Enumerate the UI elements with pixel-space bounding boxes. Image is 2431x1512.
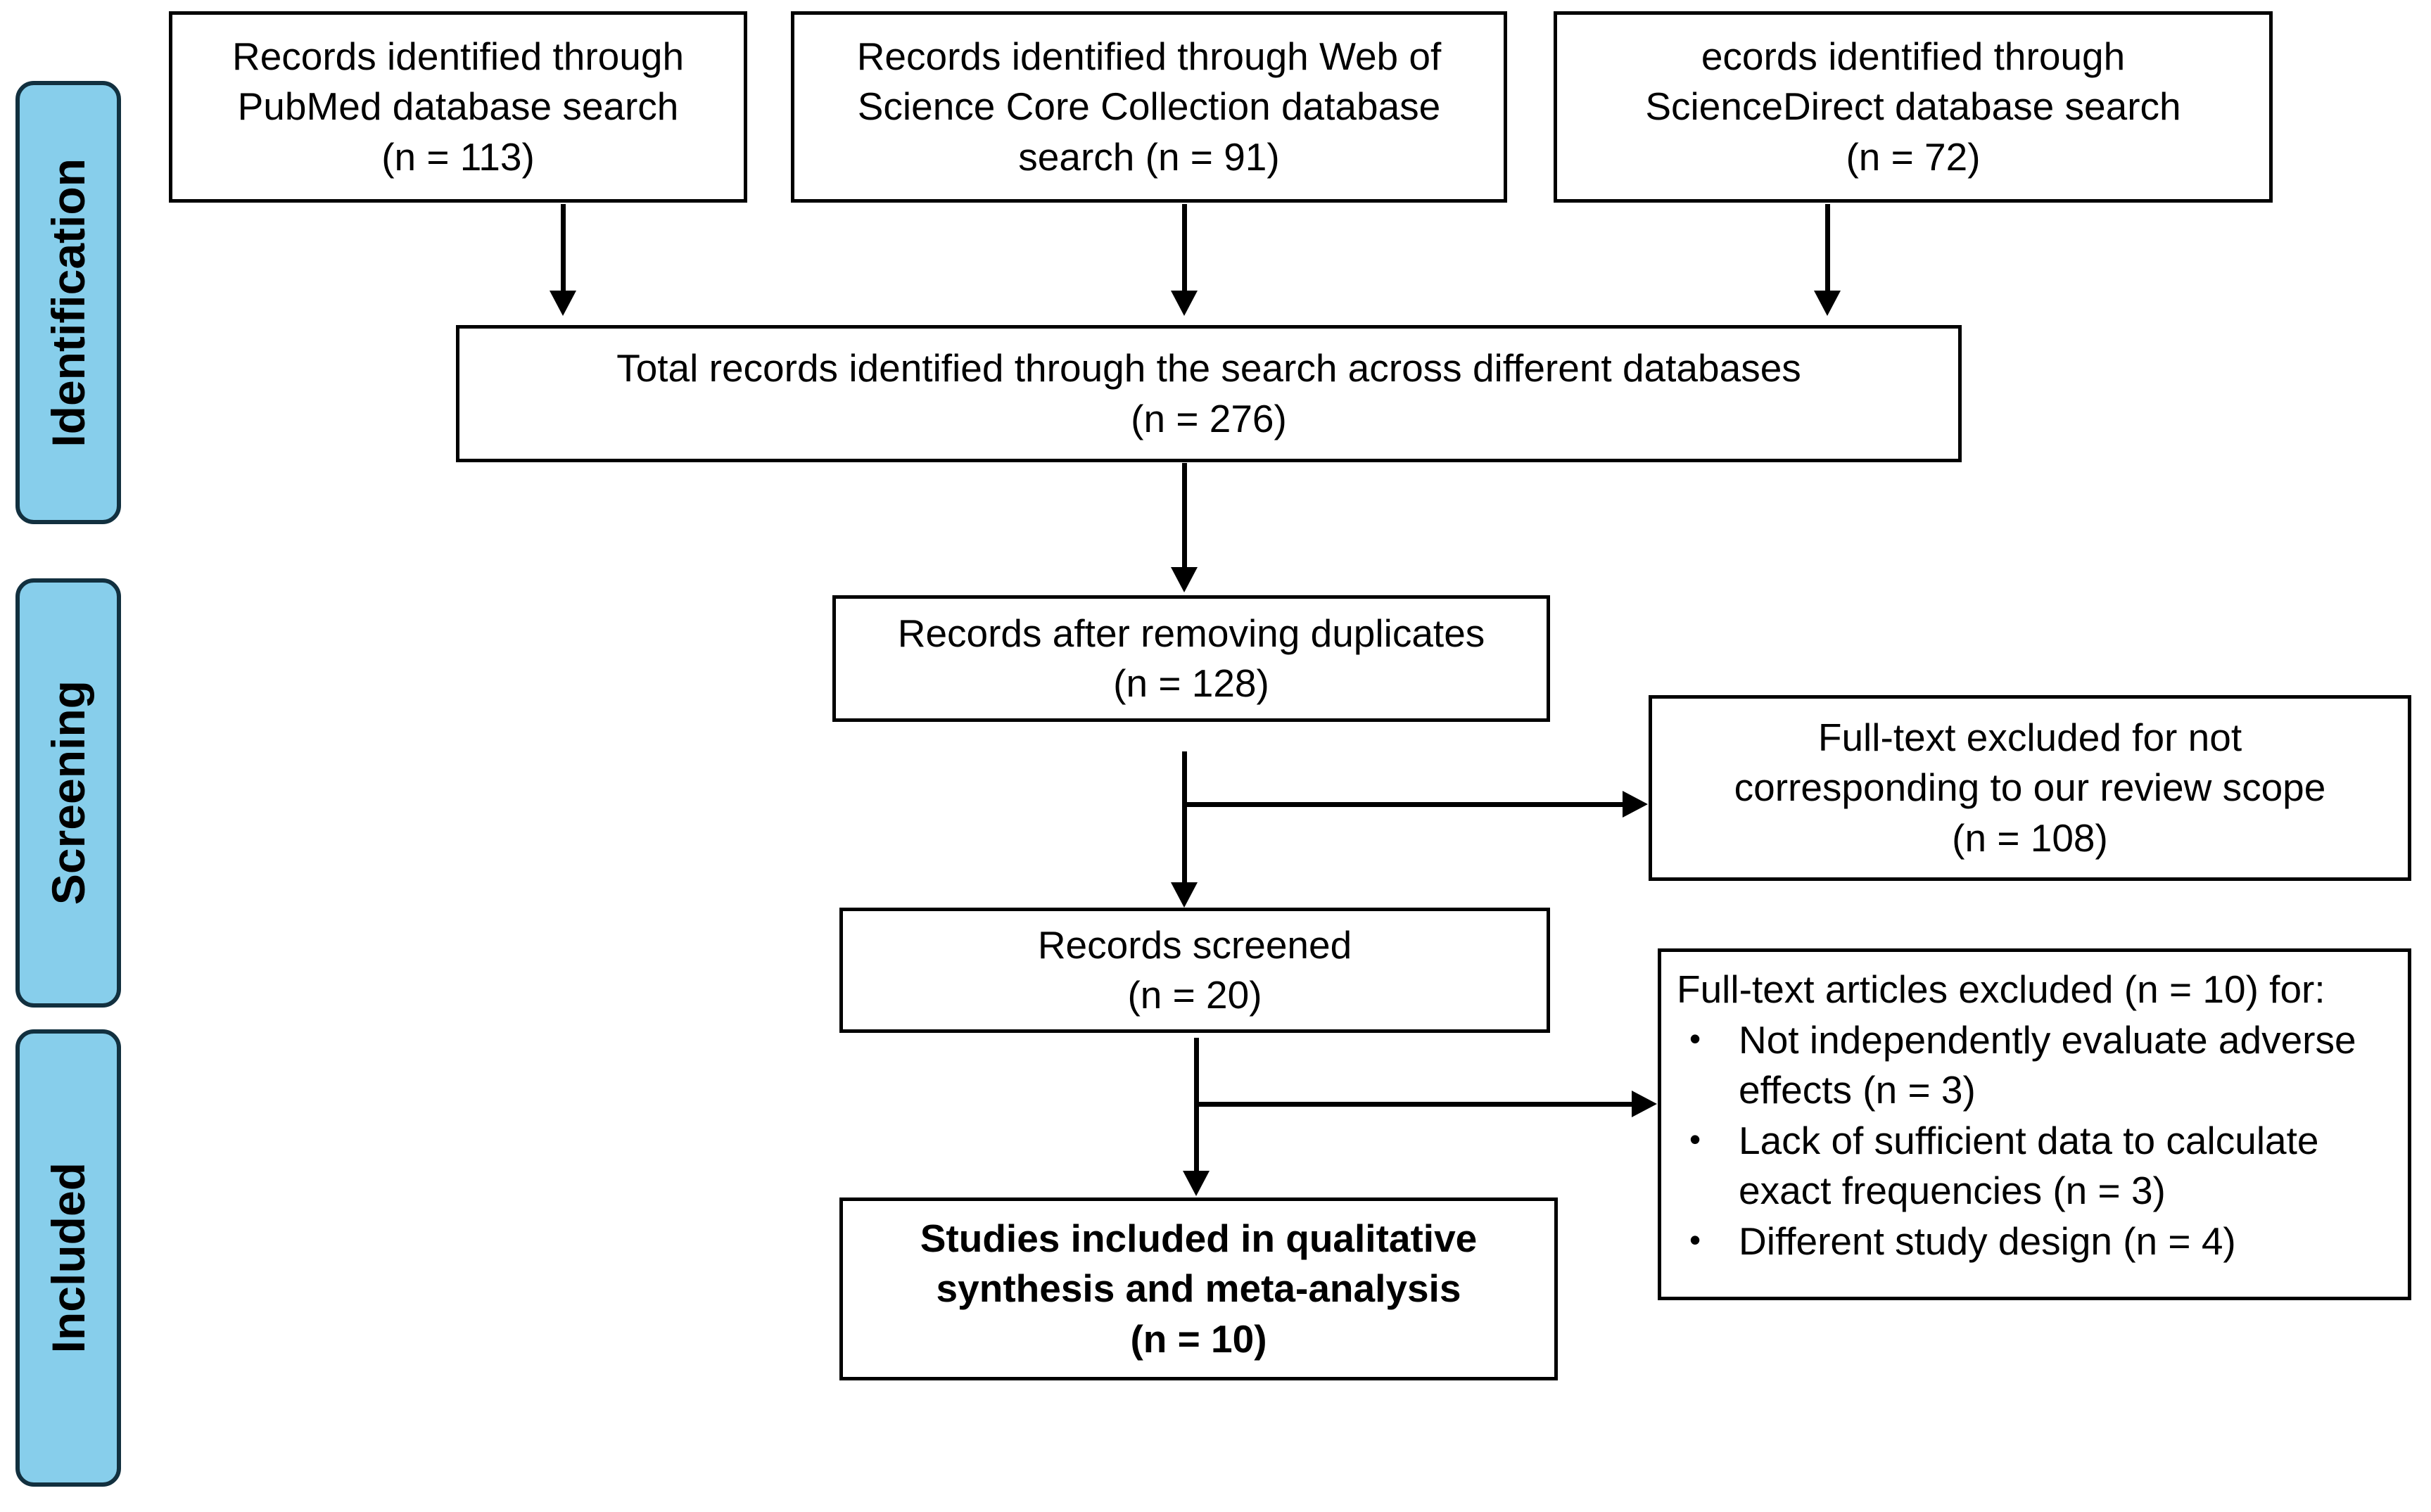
box-records-sciencedirect-text: ecords identified through ScienceDirect … — [1645, 34, 2181, 179]
list-item-text: Not independently evaluate adverse effec… — [1739, 1018, 2356, 1112]
arrowhead-total-to-duplicates — [1171, 567, 1198, 592]
phase-label-identification: Identification — [15, 81, 121, 524]
excluded-fulltext-reason-list: • Not independently evaluate adverse eff… — [1677, 1015, 2398, 1266]
box-records-screened-text: Records screened (n = 20) — [1037, 922, 1352, 1017]
connector-pubmed-to-total — [561, 204, 566, 292]
box-studies-included: Studies included in qualitative synthesi… — [839, 1197, 1558, 1380]
box-records-pubmed-text: Records identified through PubMed databa… — [231, 34, 685, 179]
box-total-records: Total records identified through the sea… — [456, 325, 1962, 462]
box-excluded-fulltext-articles: Full-text articles excluded (n = 10) for… — [1658, 948, 2411, 1300]
phase-label-screening-text: Screening — [42, 680, 94, 906]
box-records-sciencedirect: ecords identified through ScienceDirect … — [1554, 11, 2273, 203]
connector-screened-to-included — [1194, 1038, 1199, 1176]
arrowhead-pubmed-to-total — [550, 291, 576, 316]
list-item: • Lack of sufficient data to calculate e… — [1684, 1116, 2398, 1215]
list-item: • Not independently evaluate adverse eff… — [1684, 1015, 2398, 1114]
phase-label-included-text: Included — [42, 1162, 94, 1354]
box-total-records-text: Total records identified through the sea… — [616, 346, 1801, 440]
box-records-web-of-science: Records identified through Web of Scienc… — [791, 11, 1507, 203]
arrowhead-wos-to-total — [1171, 291, 1198, 316]
box-records-web-of-science-text: Records identified through Web of Scienc… — [856, 34, 1442, 179]
bullet-icon: • — [1689, 1221, 1701, 1258]
arrowhead-duplicates-to-screened — [1171, 882, 1198, 908]
bullet-icon: • — [1689, 1121, 1701, 1158]
connector-total-to-duplicates — [1182, 463, 1187, 568]
connector-sciencedirect-to-total — [1825, 204, 1830, 292]
box-excluded-fulltext-heading: Full-text articles excluded (n = 10) for… — [1677, 967, 2325, 1011]
connector-duplicates-to-excluded-scope — [1182, 802, 1624, 807]
connector-wos-to-total — [1182, 204, 1187, 292]
arrowhead-duplicates-to-excluded-scope — [1623, 791, 1648, 818]
connector-duplicates-to-screened — [1182, 751, 1187, 889]
list-item-text: Lack of sufficient data to calculate exa… — [1739, 1119, 2319, 1212]
box-studies-included-text: Studies included in qualitative synthesi… — [920, 1216, 1478, 1361]
arrowhead-sciencedirect-to-total — [1814, 291, 1841, 316]
box-records-pubmed: Records identified through PubMed databa… — [169, 11, 747, 203]
box-records-screened: Records screened (n = 20) — [839, 908, 1550, 1033]
connector-screened-to-excluded-fulltext — [1194, 1102, 1633, 1107]
phase-label-included: Included — [15, 1029, 121, 1487]
list-item-text: Different study design (n = 4) — [1739, 1219, 2236, 1263]
box-excluded-not-in-scope: Full-text excluded for not corresponding… — [1649, 695, 2411, 881]
box-records-after-duplicates-text: Records after removing duplicates (n = 1… — [897, 611, 1485, 706]
arrowhead-screened-to-excluded-fulltext — [1632, 1091, 1657, 1117]
box-records-after-duplicates: Records after removing duplicates (n = 1… — [832, 595, 1550, 722]
box-excluded-not-in-scope-text: Full-text excluded for not corresponding… — [1734, 715, 2326, 860]
phase-label-screening: Screening — [15, 578, 121, 1008]
arrowhead-screened-to-included — [1183, 1171, 1210, 1196]
list-item: • Different study design (n = 4) — [1684, 1216, 2398, 1266]
bullet-icon: • — [1689, 1020, 1701, 1057]
phase-label-identification-text: Identification — [42, 158, 94, 447]
